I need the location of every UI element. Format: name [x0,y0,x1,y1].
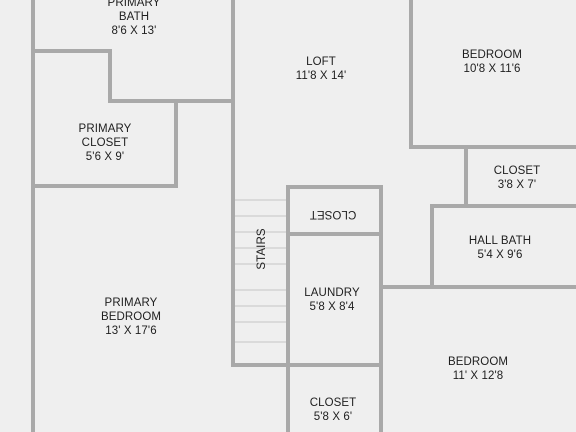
label-bedroom-top: BEDROOM 10'8 X 11'6 [461,49,523,75]
wall-group [31,0,576,432]
label-closet-bottom: CLOSET 5'8 X 6' [309,397,357,423]
label-loft: LOFT 11'8 X 14' [295,56,347,82]
label-laundry: LAUNDRY 5'8 X 8'4 [304,287,360,313]
label-hall-bath: HALL BATH 5'4 X 9'6 [468,235,532,261]
label-primary-bedroom: PRIMARY BEDROOM 13' X 17'6 [100,297,162,337]
label-bedroom-bottom: BEDROOM 11' X 12'8 [447,356,509,382]
label-closet-stair: CLOSET [309,208,357,220]
stair-treads [235,199,286,343]
label-primary-closet: PRIMARY CLOSET 5'6 X 9' [78,123,132,163]
label-closet-right: CLOSET 3'8 X 7' [493,165,541,191]
label-stairs: STAIRS [256,228,268,270]
label-primary-bath: PRIMARY BATH 8'6 X 13' [107,0,161,37]
